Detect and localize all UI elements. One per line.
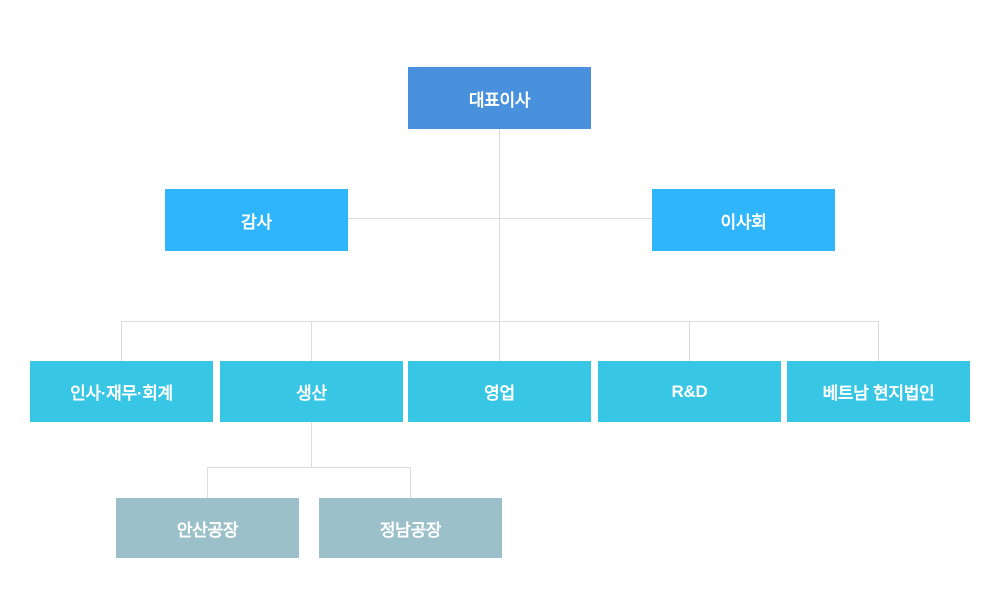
org-node-hr-finance-accounting-label: 인사·재무·회계 xyxy=(70,384,173,403)
org-node-ansan-factory-label: 안산공장 xyxy=(176,520,239,540)
org-node-vietnam-subsidiary: 베트남 현지법인 xyxy=(787,361,970,422)
org-node-hr-finance-accounting: 인사·재무·회계 xyxy=(30,361,213,422)
connector-audit-board-horizontal xyxy=(348,218,652,219)
org-node-production: 생산 xyxy=(220,361,403,422)
connector-factories-horizontal xyxy=(207,467,411,468)
connector-departments-horizontal xyxy=(121,321,879,322)
org-node-rnd-label: R&D xyxy=(671,381,708,401)
connector-ceo-vertical xyxy=(499,129,500,361)
connector-drop-ansan-factory xyxy=(207,467,208,498)
org-node-audit-label: 감사 xyxy=(241,212,272,232)
org-node-jeongnam-factory-label: 정남공장 xyxy=(379,520,442,540)
connector-drop-rnd xyxy=(689,321,690,361)
org-node-vietnam-subsidiary-label: 베트남 현지법인 xyxy=(822,384,935,403)
connector-production-vertical xyxy=(311,422,312,467)
org-node-board: 이사회 xyxy=(652,189,835,251)
org-node-ceo-label: 대표이사 xyxy=(468,90,531,110)
org-node-production-label: 생산 xyxy=(296,384,327,403)
org-node-rnd: R&D xyxy=(598,361,781,422)
org-node-sales-label: 영업 xyxy=(484,384,515,403)
org-node-sales: 영업 xyxy=(408,361,591,422)
org-node-jeongnam-factory: 정남공장 xyxy=(319,498,502,558)
connector-drop-jeongnam-factory xyxy=(410,467,411,498)
org-node-audit: 감사 xyxy=(165,189,348,251)
connector-drop-hr-finance xyxy=(121,321,122,361)
org-node-ansan-factory: 안산공장 xyxy=(116,498,299,558)
org-node-board-label: 이사회 xyxy=(720,212,767,232)
connector-drop-production xyxy=(311,321,312,361)
org-node-ceo: 대표이사 xyxy=(408,67,591,129)
connector-drop-vietnam xyxy=(878,321,879,361)
